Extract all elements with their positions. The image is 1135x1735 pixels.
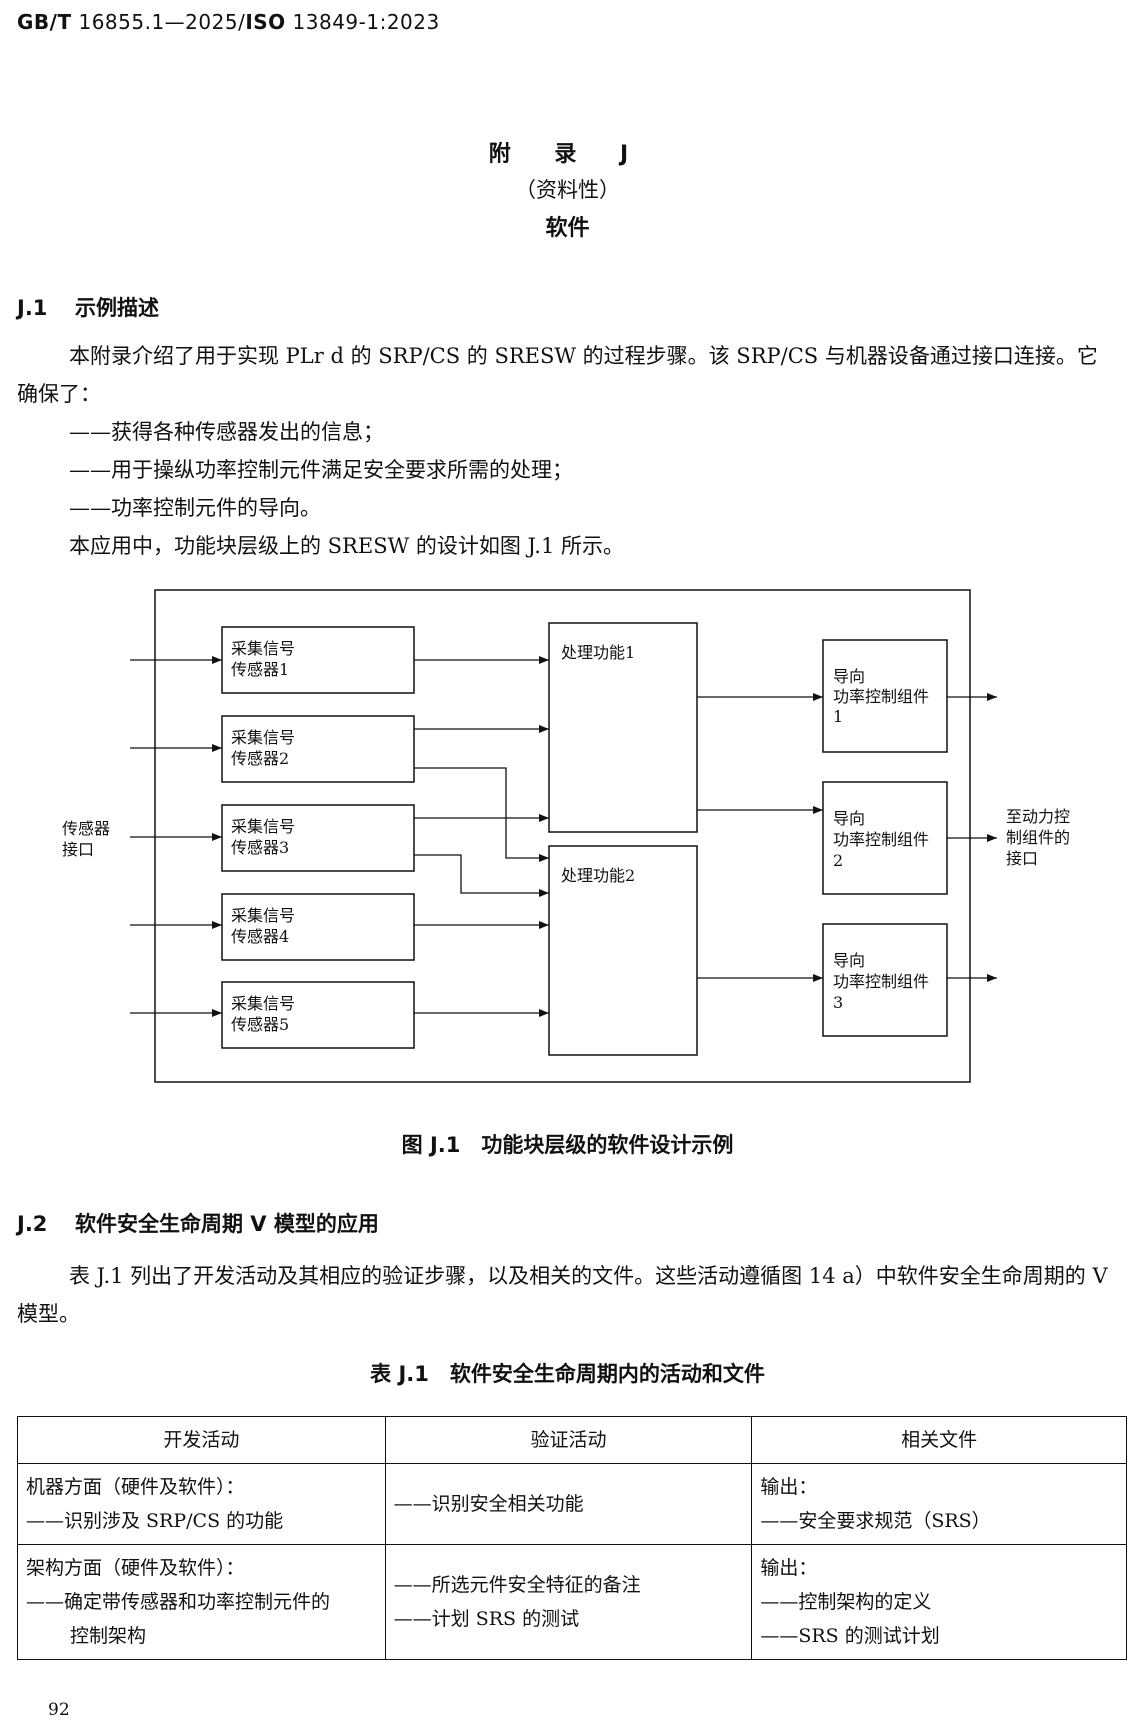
column-header: 验证活动 bbox=[384, 1416, 753, 1464]
svg-text:采集信号: 采集信号 bbox=[231, 994, 295, 1013]
verification-cell: ——识别安全相关功能 bbox=[384, 1463, 753, 1545]
svg-text:传感器4: 传感器4 bbox=[231, 927, 289, 946]
output-interface-label: 至动力控制组件的接口 bbox=[1006, 807, 1070, 868]
paragraph: 本附录介绍了用于实现 PLr d 的 SRP/CS 的 SRESW 的过程步骤。… bbox=[17, 344, 1098, 406]
svg-text:采集信号: 采集信号 bbox=[231, 817, 295, 836]
j1-text: 本附录介绍了用于实现 PLr d 的 SRP/CS 的 SRESW 的过程步骤。… bbox=[17, 337, 1117, 565]
svg-text:采集信号: 采集信号 bbox=[231, 639, 295, 658]
svg-text:导向: 导向 bbox=[833, 667, 865, 686]
svg-text:采集信号: 采集信号 bbox=[231, 906, 295, 925]
appendix-title: 软件 bbox=[545, 216, 590, 241]
svg-text:3: 3 bbox=[833, 993, 843, 1012]
svg-text:传感器1: 传感器1 bbox=[231, 660, 289, 679]
dev-activity-cell: 架构方面（硬件及软件）： ——确定带传感器和功率控制元件的 控制架构 bbox=[17, 1544, 386, 1660]
figure-caption: 图 J.1 功能块层级的软件设计示例 bbox=[401, 1133, 734, 1157]
table-header-row: 开发活动 验证活动 相关文件 bbox=[17, 1416, 1127, 1464]
appendix-label: 附 录 J bbox=[488, 142, 647, 167]
table-caption: 表 J.1 软件安全生命周期内的活动和文件 bbox=[370, 1362, 765, 1386]
sensor-interface-label: 传感器接口 bbox=[62, 819, 110, 859]
appendix-type: （资料性） bbox=[515, 178, 620, 202]
column-header: 相关文件 bbox=[751, 1416, 1127, 1464]
svg-text:1: 1 bbox=[833, 707, 843, 726]
table-row: 机器方面（硬件及软件）： ——识别涉及 SRP/CS 的功能 ——识别安全相关功… bbox=[17, 1463, 1127, 1545]
list-item: ——获得各种传感器发出的信息； bbox=[69, 420, 384, 444]
j2-text: 表 J.1 列出了开发活动及其相应的验证步骤，以及相关的文件。这些活动遵循图 1… bbox=[17, 1257, 1117, 1333]
processing-block-2: 处理功能2 bbox=[548, 845, 698, 1056]
documents-cell: 输出： ——安全要求规范（SRS） bbox=[751, 1463, 1127, 1545]
column-header: 开发活动 bbox=[17, 1416, 386, 1464]
svg-text:采集信号: 采集信号 bbox=[231, 728, 295, 747]
activities-table: 开发活动 验证活动 相关文件 机器方面（硬件及软件）： ——识别涉及 SRP/C… bbox=[17, 1416, 1127, 1660]
processing-block-1: 处理功能1 bbox=[548, 622, 698, 833]
svg-text:处理功能1: 处理功能1 bbox=[561, 643, 635, 662]
svg-text:2: 2 bbox=[833, 851, 843, 870]
page-number: 92 bbox=[48, 1700, 70, 1720]
document-header: GB/T 16855.1—2025/ISO 13849-1:2023 bbox=[17, 10, 440, 34]
svg-text:传感器2: 传感器2 bbox=[231, 749, 289, 768]
svg-text:导向: 导向 bbox=[833, 809, 865, 828]
svg-text:传感器5: 传感器5 bbox=[231, 1015, 289, 1034]
documents-cell: 输出： ——控制架构的定义 ——SRS 的测试计划 bbox=[751, 1544, 1127, 1660]
svg-text:导向: 导向 bbox=[833, 951, 865, 970]
list-item: ——用于操纵功率控制元件满足安全要求所需的处理； bbox=[69, 458, 573, 482]
paragraph: 表 J.1 列出了开发活动及其相应的验证步骤，以及相关的文件。这些活动遵循图 1… bbox=[17, 1264, 1108, 1326]
paragraph: 本应用中，功能块层级上的 SRESW 的设计如图 J.1 所示。 bbox=[69, 534, 625, 558]
svg-text:功率控制组件: 功率控制组件 bbox=[833, 830, 929, 849]
svg-text:处理功能2: 处理功能2 bbox=[561, 866, 635, 885]
list-item: ——功率控制元件的导向。 bbox=[69, 496, 321, 520]
dev-activity-cell: 机器方面（硬件及软件）： ——识别涉及 SRP/CS 的功能 bbox=[17, 1463, 386, 1545]
table-row: 架构方面（硬件及软件）： ——确定带传感器和功率控制元件的 控制架构 ——所选元… bbox=[17, 1544, 1127, 1660]
verification-cell: ——所选元件安全特征的备注 ——计划 SRS 的测试 bbox=[384, 1544, 753, 1660]
svg-text:传感器3: 传感器3 bbox=[231, 838, 289, 857]
diagram-frame bbox=[154, 589, 971, 1083]
svg-text:功率控制组件: 功率控制组件 bbox=[833, 972, 929, 991]
svg-text:功率控制组件: 功率控制组件 bbox=[833, 687, 929, 706]
